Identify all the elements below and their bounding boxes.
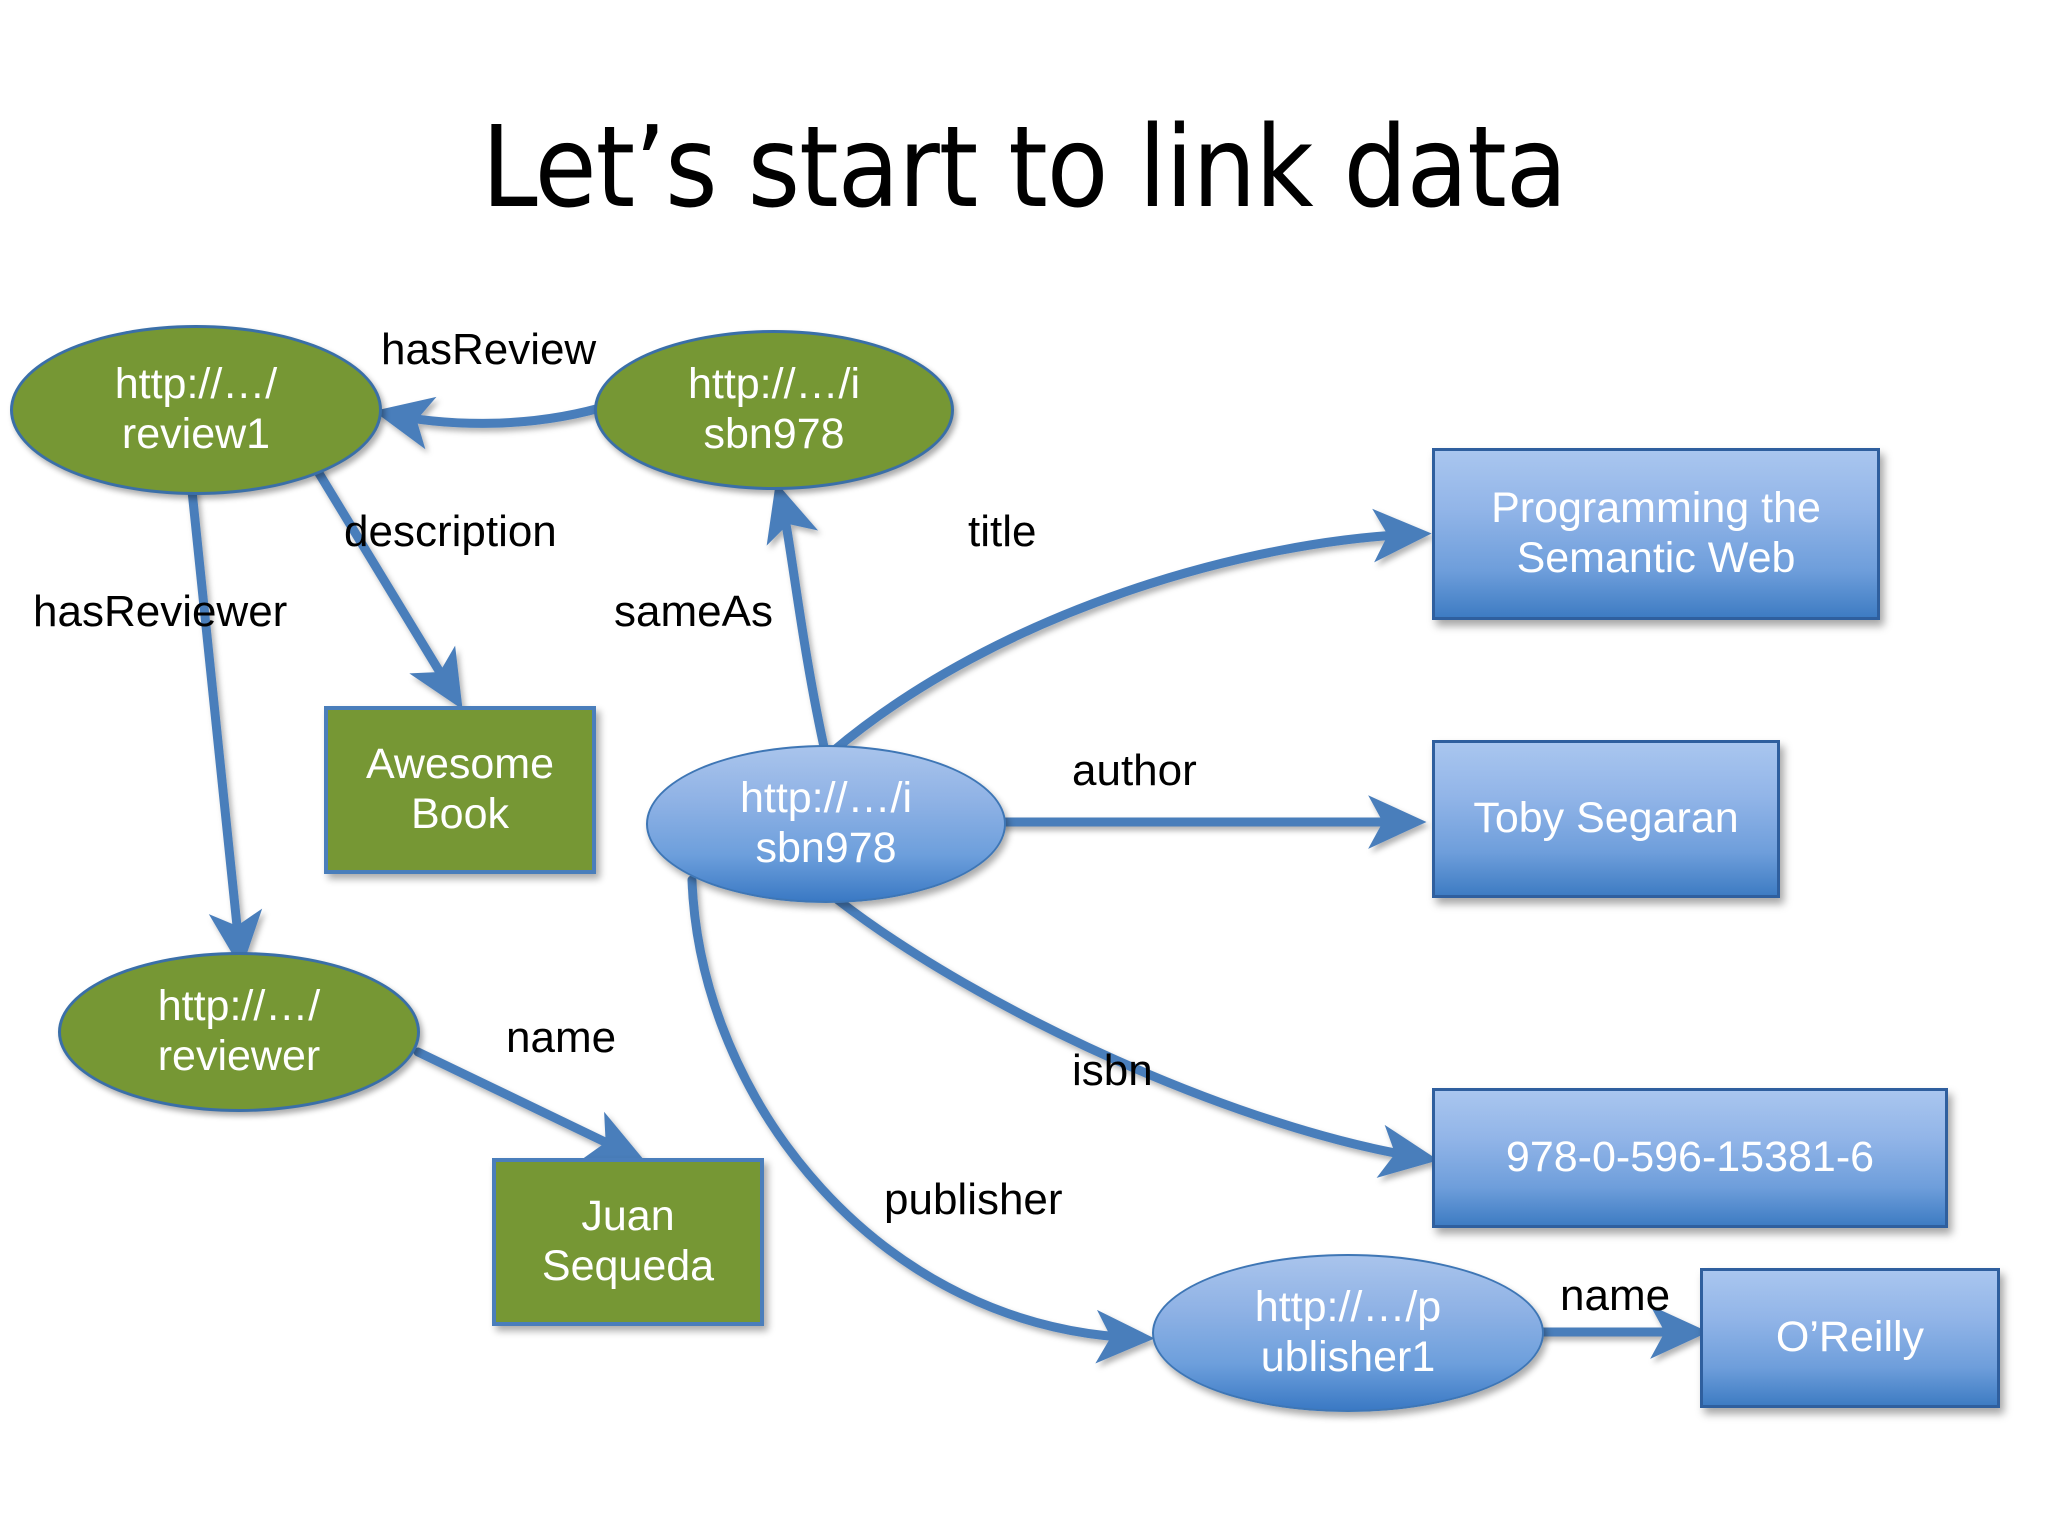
node-juan-sequeda[interactable]: Juan Sequeda <box>492 1158 764 1326</box>
node-programming-semantic-web-line1: Programming the <box>1491 484 1821 533</box>
node-toby-segaran-line1: Toby Segaran <box>1473 794 1739 843</box>
node-publisher1[interactable]: http://…/p ublisher1 <box>1152 1254 1544 1412</box>
node-publisher1-line2: ublisher1 <box>1260 1333 1436 1381</box>
edge-sameAs <box>766 481 831 761</box>
node-oreilly[interactable]: O’Reilly <box>1700 1268 2000 1408</box>
page-title: Let’s start to link data <box>481 103 1567 233</box>
edge-label-name-reviewer: name <box>506 1013 617 1062</box>
edge-label-name-publisher: name <box>1560 1271 1671 1320</box>
node-review1[interactable]: http://…/ review1 <box>10 325 382 495</box>
node-isbn978-green-line2: sbn978 <box>703 410 845 458</box>
node-publisher1-line1: http://…/p <box>1254 1283 1442 1332</box>
node-reviewer-line2: reviewer <box>157 1032 321 1080</box>
node-isbn978-blue[interactable]: http://…/i sbn978 <box>646 745 1006 903</box>
node-isbn978-blue-line1: http://…/i <box>739 774 913 823</box>
node-awesome-book-line1: Awesome <box>365 740 555 789</box>
node-reviewer-line1: http://…/ <box>157 982 321 1031</box>
node-reviewer[interactable]: http://…/ reviewer <box>58 952 420 1112</box>
edge-hasReviewer <box>183 447 263 970</box>
edge-label-sameAs: sameAs <box>614 587 773 636</box>
node-isbn-value[interactable]: 978-0-596-15381-6 <box>1432 1088 1948 1228</box>
node-juan-sequeda-line2: Sequeda <box>541 1242 715 1290</box>
edge-isbn <box>833 895 1439 1178</box>
node-isbn978-green-line1: http://…/i <box>687 360 861 409</box>
edge-label-hasReview: hasReview <box>381 325 597 374</box>
edge-name-reviewer <box>413 1047 646 1162</box>
edge-label-title: title <box>968 507 1037 556</box>
node-oreilly-line1: O’Reilly <box>1775 1313 1925 1362</box>
edge-description <box>295 437 463 710</box>
edge-label-author: author <box>1072 746 1197 795</box>
edge-label-hasReviewer: hasReviewer <box>33 587 288 636</box>
node-toby-segaran[interactable]: Toby Segaran <box>1432 740 1780 898</box>
node-awesome-book[interactable]: Awesome Book <box>324 706 596 874</box>
edge-label-description: description <box>344 507 557 556</box>
node-isbn-value-line1: 978-0-596-15381-6 <box>1505 1133 1875 1182</box>
node-programming-semantic-web[interactable]: Programming the Semantic Web <box>1432 448 1880 620</box>
edge-label-publisher: publisher <box>884 1175 1063 1224</box>
node-programming-semantic-web-line2: Semantic Web <box>1516 534 1796 582</box>
edge-title <box>827 508 1432 757</box>
node-review1-line1: http://…/ <box>114 360 278 409</box>
node-awesome-book-line2: Book <box>410 790 509 838</box>
node-review1-line2: review1 <box>121 410 271 458</box>
node-juan-sequeda-line1: Juan <box>581 1192 675 1241</box>
edge-hasReview <box>373 396 605 450</box>
node-isbn978-blue-line2: sbn978 <box>755 824 897 872</box>
node-isbn978-green[interactable]: http://…/i sbn978 <box>594 330 954 490</box>
edge-label-isbn: isbn <box>1072 1046 1153 1095</box>
